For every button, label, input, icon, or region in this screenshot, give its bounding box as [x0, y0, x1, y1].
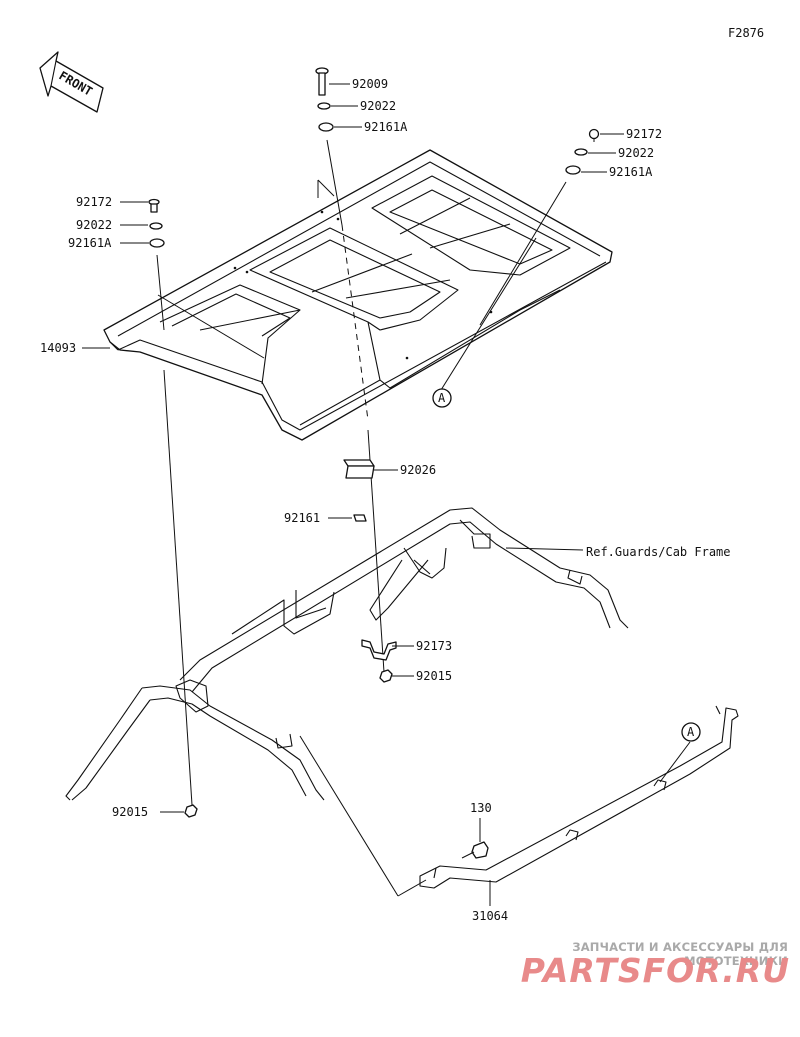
bolt-130 [461, 841, 489, 859]
label-92161a-top: 92161A [364, 120, 408, 134]
label-92015-left: 92015 [112, 805, 148, 819]
callout-a-bar-label: A [687, 725, 695, 739]
roof-panel [103, 149, 613, 441]
label-92022-left: 92022 [76, 218, 112, 232]
grommet-92161a-right [565, 165, 581, 175]
cab-frame [65, 507, 629, 801]
label-130: 130 [470, 801, 492, 815]
rear-bar-31064 [419, 705, 739, 889]
clamp-92173 [361, 639, 397, 661]
grommet-92161a-left [149, 238, 165, 248]
washer-92022-top [317, 102, 331, 110]
label-92009: 92009 [352, 77, 388, 91]
label-92026: 92026 [400, 463, 436, 477]
nut-92015-left [184, 804, 198, 818]
label-92172-left: 92172 [76, 195, 112, 209]
watermark-tagline: ЗАПЧАСТИ И АКСЕССУАРЫ ДЛЯ МОТОТЕХНИКИ [572, 940, 788, 968]
washer-92022-right [574, 148, 588, 156]
label-92172-right: 92172 [626, 127, 662, 141]
front-arrow-icon: FRONT [39, 51, 104, 113]
label-ref-cab-frame: Ref.Guards/Cab Frame [586, 545, 731, 559]
figure-code: F2876 [728, 26, 765, 40]
label-92022-top: 92022 [360, 99, 396, 113]
callout-a-roof [432, 388, 452, 408]
pad-92161 [353, 514, 367, 522]
label-92015-center: 92015 [416, 669, 452, 683]
bolt-92172-right [588, 128, 600, 142]
label-92161a-right: 92161A [609, 165, 653, 179]
label-14093: 14093 [40, 341, 76, 355]
bolt-92172-left [148, 198, 160, 213]
label-92022-right: 92022 [618, 146, 654, 160]
pad-92026 [343, 459, 375, 479]
callout-a-roof-label: A [438, 391, 446, 405]
label-31064: 31064 [472, 909, 508, 923]
washer-92022-left [149, 222, 163, 230]
watermark-brand-logo: PARTSFOR.RU [520, 951, 790, 990]
nut-92015-center [379, 669, 393, 683]
label-92161: 92161 [284, 511, 320, 525]
label-92161a-left: 92161A [68, 236, 112, 250]
grommet-92161a-top [318, 122, 334, 132]
label-92173: 92173 [416, 639, 452, 653]
bolt-92009 [315, 67, 329, 96]
callout-a-bar [681, 722, 701, 742]
